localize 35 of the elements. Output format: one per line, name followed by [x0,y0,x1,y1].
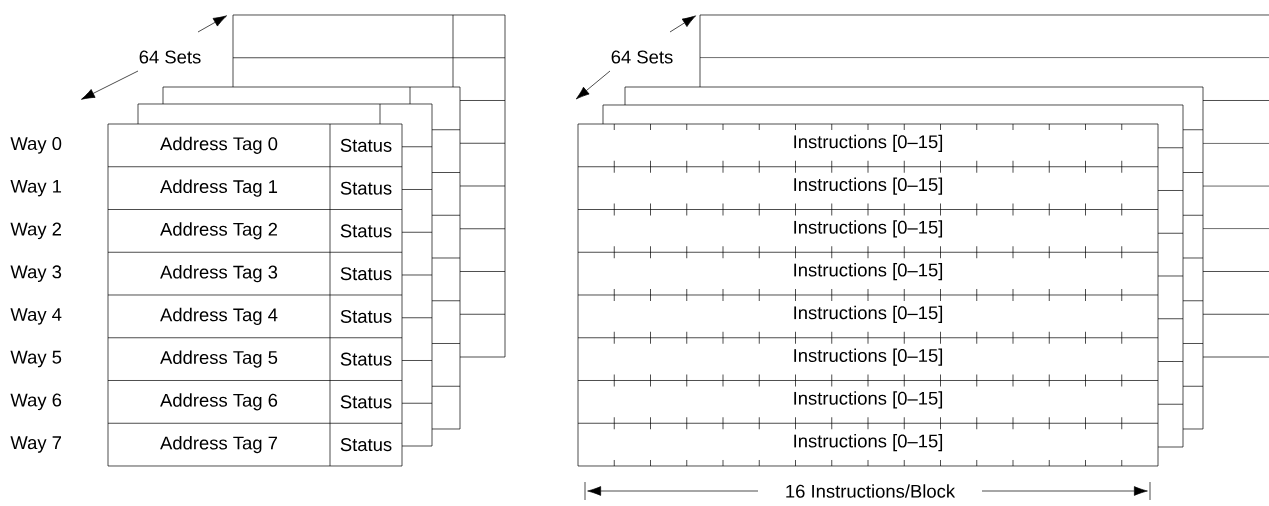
table-cell: Address Tag 3 [160,265,278,283]
row-label: Way 5 [10,350,62,368]
table-cell: Status [340,267,392,281]
dimension-label: 64 Sets [611,50,673,64]
table-cell: Status [340,138,392,152]
table-cell: Instructions [0–15] [794,220,943,238]
table-cell: Instructions [0–15] [794,434,943,452]
table-cell: Status [340,309,392,323]
table-cell: Status [340,181,392,195]
table-cell: Status [340,352,392,366]
table-cell: Instructions [0–15] [794,177,943,195]
table-cell: Address Tag 1 [160,179,278,197]
table-cell: Address Tag 0 [160,136,278,154]
table-cell: Address Tag 6 [160,393,278,411]
row-label: Way 4 [10,308,62,325]
table-cell: Instructions [0–15] [794,134,943,152]
table-cell: Address Tag 4 [160,307,278,325]
table-cell: Address Tag 7 [160,436,277,454]
table-cell: Status [340,224,392,238]
table-cell: Instructions [0–15] [794,263,943,281]
row-label: Way 6 [10,393,62,411]
table-cell: Instructions [0–15] [794,348,943,366]
row-label: Way 0 [10,137,62,154]
table-cell: Address Tag 5 [160,350,278,368]
table-cell: Status [340,438,392,452]
dimension-label: 64 Sets [139,50,201,64]
row-label: Way 1 [10,179,62,197]
table-cell: Instructions [0–15] [794,305,943,323]
row-label: Way 2 [10,222,61,240]
row-label: Way 3 [10,265,62,282]
table-cell: Address Tag 2 [160,222,277,240]
row-label: Way 7 [10,436,61,453]
dimension-label: 16 Instructions/Block [786,484,956,498]
table-cell: Status [340,395,392,409]
table-cell: Instructions [0–15] [794,391,943,409]
